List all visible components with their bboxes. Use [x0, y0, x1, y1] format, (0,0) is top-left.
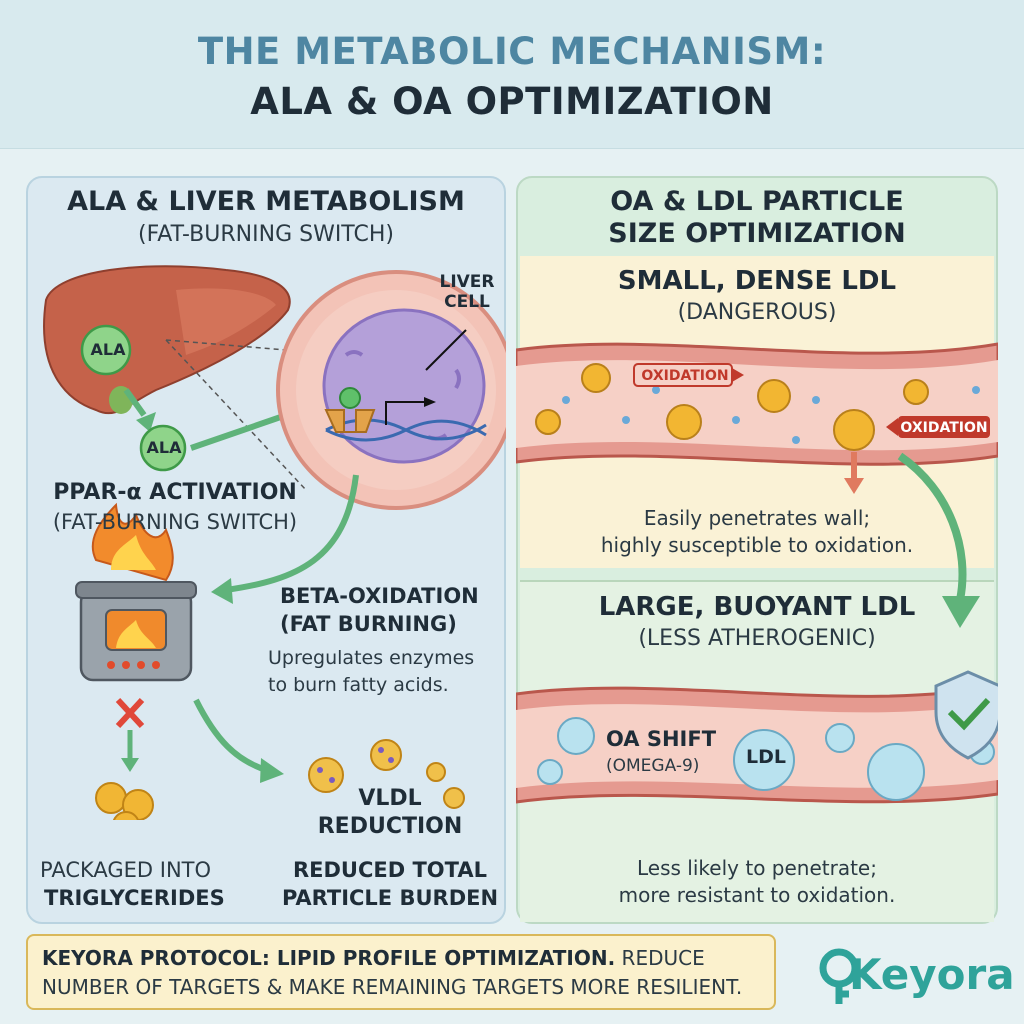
- vldl-title-2: REDUCTION: [317, 814, 463, 839]
- left-heading: ALA & LIVER METABOLISM: [67, 186, 465, 217]
- oxidation-tag-2: OXIDATION: [900, 420, 988, 436]
- fat-burner-illustration: [75, 502, 197, 682]
- ala-label-2: ALA: [146, 438, 182, 457]
- beta-oxidation-title-2: (FAT BURNING): [280, 612, 457, 636]
- ala-label-liver: ALA: [90, 340, 126, 359]
- buoyant-desc-2: more resistant to oxidation.: [618, 883, 896, 907]
- dense-ldl-title: SMALL, DENSE LDL: [617, 266, 897, 296]
- oa-shift-label: OA SHIFT: [606, 727, 717, 751]
- footer-rest: REDUCE NUMBER OF TARGETS & MAKE REMAININ…: [42, 946, 743, 999]
- dense-desc-2: highly susceptible to oxidation.: [600, 533, 914, 557]
- omega-label: (OMEGA-9): [606, 756, 700, 776]
- vldl-title: VLDL: [358, 786, 422, 811]
- beta-oxidation-title: BETA-OXIDATION: [280, 584, 479, 608]
- ala-circle-liver: [80, 324, 132, 376]
- ldl-label: LDL: [746, 746, 786, 768]
- packaged-label: PACKAGED INTO: [40, 858, 212, 882]
- liver-highlight: [176, 288, 276, 355]
- vldl-particles: [308, 739, 465, 809]
- ala-circle-2: [139, 424, 187, 472]
- footer-callout: KEYORA PROTOCOL: LIPID PROFILE OPTIMIZAT…: [26, 934, 776, 1010]
- beta-desc-2: to burn fatty acids.: [268, 674, 449, 696]
- page-title-line2: ALA & OA OPTIMIZATION: [250, 80, 774, 123]
- left-subheading: (FAT-BURNING SWITCH): [138, 222, 394, 247]
- left-illustration: [43, 265, 506, 820]
- page-title-line1: THE METABOLIC MECHANISM:: [197, 30, 827, 73]
- liver-cell-label: LIVER CELL: [439, 272, 495, 312]
- reduced-burden-1: REDUCED TOTAL: [292, 858, 487, 882]
- oxidation-tag-1: OXIDATION: [641, 368, 729, 384]
- ppar-title: PPAR-α ACTIVATION: [53, 480, 297, 505]
- buoyant-artery-illustration: [516, 670, 998, 804]
- key-logo-icon: [819, 948, 859, 1004]
- reduced-burden-2: PARTICLE BURDEN: [281, 886, 499, 910]
- shift-arrow: [897, 452, 980, 628]
- dense-artery-illustration: [516, 342, 998, 494]
- shield-check-icon: [934, 670, 998, 760]
- header-band: [0, 0, 1024, 149]
- ppar-receptor: [324, 409, 376, 433]
- beta-desc-1: Upregulates enzymes: [268, 647, 475, 669]
- buoyant-ldl-subtitle: (LESS ATHEROGENIC): [638, 626, 876, 651]
- dense-ldl-subtitle: (DANGEROUS): [677, 300, 837, 325]
- keyora-logo: Keyora: [815, 940, 1015, 1010]
- right-heading-1: OA & LDL PARTICLE: [610, 186, 904, 217]
- blocked-x-icon: [115, 697, 145, 729]
- footer-bold: KEYORA PROTOCOL: LIPID PROFILE OPTIMIZAT…: [42, 946, 616, 970]
- buoyant-ldl-title: LARGE, BUOYANT LDL: [598, 592, 916, 622]
- buoyant-desc-1: Less likely to penetrate;: [637, 856, 877, 880]
- right-heading-2: SIZE OPTIMIZATION: [608, 218, 906, 249]
- logo-text: Keyora: [849, 950, 1015, 999]
- ppar-subtitle: (FAT-BURNING SWITCH): [52, 510, 298, 534]
- triglycerides-label: TRIGLYCERIDES: [44, 886, 225, 910]
- dense-desc-1: Easily penetrates wall;: [643, 506, 871, 530]
